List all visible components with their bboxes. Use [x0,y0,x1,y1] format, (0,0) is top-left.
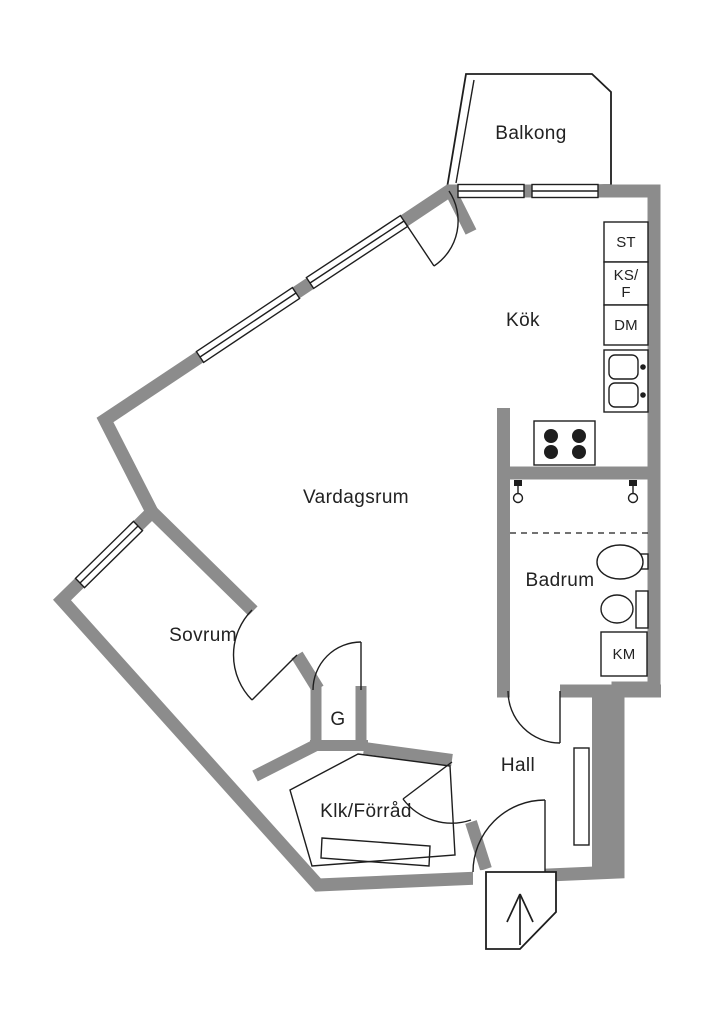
bathroom-door [507,690,561,744]
bathroom-sink-icon [596,544,649,580]
outer-walls [53,184,661,892]
living-window-lower-line [199,292,297,358]
kitchen-fixtures: ST KS/ F DM [533,221,649,466]
living-window-upper-line [309,220,405,284]
entrance-door [472,799,546,873]
storage-top-wall [363,742,453,766]
fridge-freezer-label-line1: KS/ [614,267,639,284]
bedroom-window-line [79,525,139,584]
interior-walls [147,191,661,874]
balcony-door-return-wall [446,191,477,235]
washing-machine-label: KM [613,646,636,663]
living-room-label: Vardagsrum [303,487,409,508]
bedroom-living-wall [147,507,258,616]
kitchen-label: Kök [506,310,540,331]
balcony-door [403,190,459,267]
balcony-label: Balkong [495,123,566,144]
dishwasher-box [603,304,649,346]
storage-outline [289,753,456,867]
bathroom-label: Badrum [526,570,595,591]
bedroom-door [232,609,298,701]
wardrobe-label: G [330,709,345,730]
hall-label: Hall [501,755,535,776]
bedroom-label: Sovrum [169,625,237,646]
storage-door [402,761,472,824]
room-labels: Balkong Kök Vardagsrum Badrum Sovrum G H… [169,123,594,822]
storage-label: Klk/Förråd [320,801,412,822]
entrance-arrow-box [485,871,557,950]
storage-shelf [320,837,431,867]
dishwasher-label: DM [614,317,638,334]
windows [74,183,599,589]
bedroom-storage-wall [252,739,319,782]
entrance-arrow [485,871,557,950]
tall-cabinet-label: ST [616,234,636,251]
storage-interior [289,753,456,867]
fridge-freezer-label-line2: F [621,284,630,301]
bedroom-door-return-wall [291,651,324,693]
balcony-railing-line [455,79,475,184]
shower-valve-right-icon [627,480,639,504]
north-arrow-icon [506,893,534,945]
toilet-icon [600,590,649,629]
washing-machine-box [600,631,648,677]
hall-door-leaf [573,747,590,846]
doors [232,190,590,873]
shower-valve-left-icon [512,480,524,504]
wardrobe-door [312,641,362,691]
fridge-freezer-box [603,261,649,306]
tall-cabinet-box [603,221,649,263]
kitchen-sink-icon [603,349,649,413]
bathroom-fixtures: KM [510,480,649,677]
stove-icon [533,420,596,466]
hall-right-wall [592,694,624,874]
